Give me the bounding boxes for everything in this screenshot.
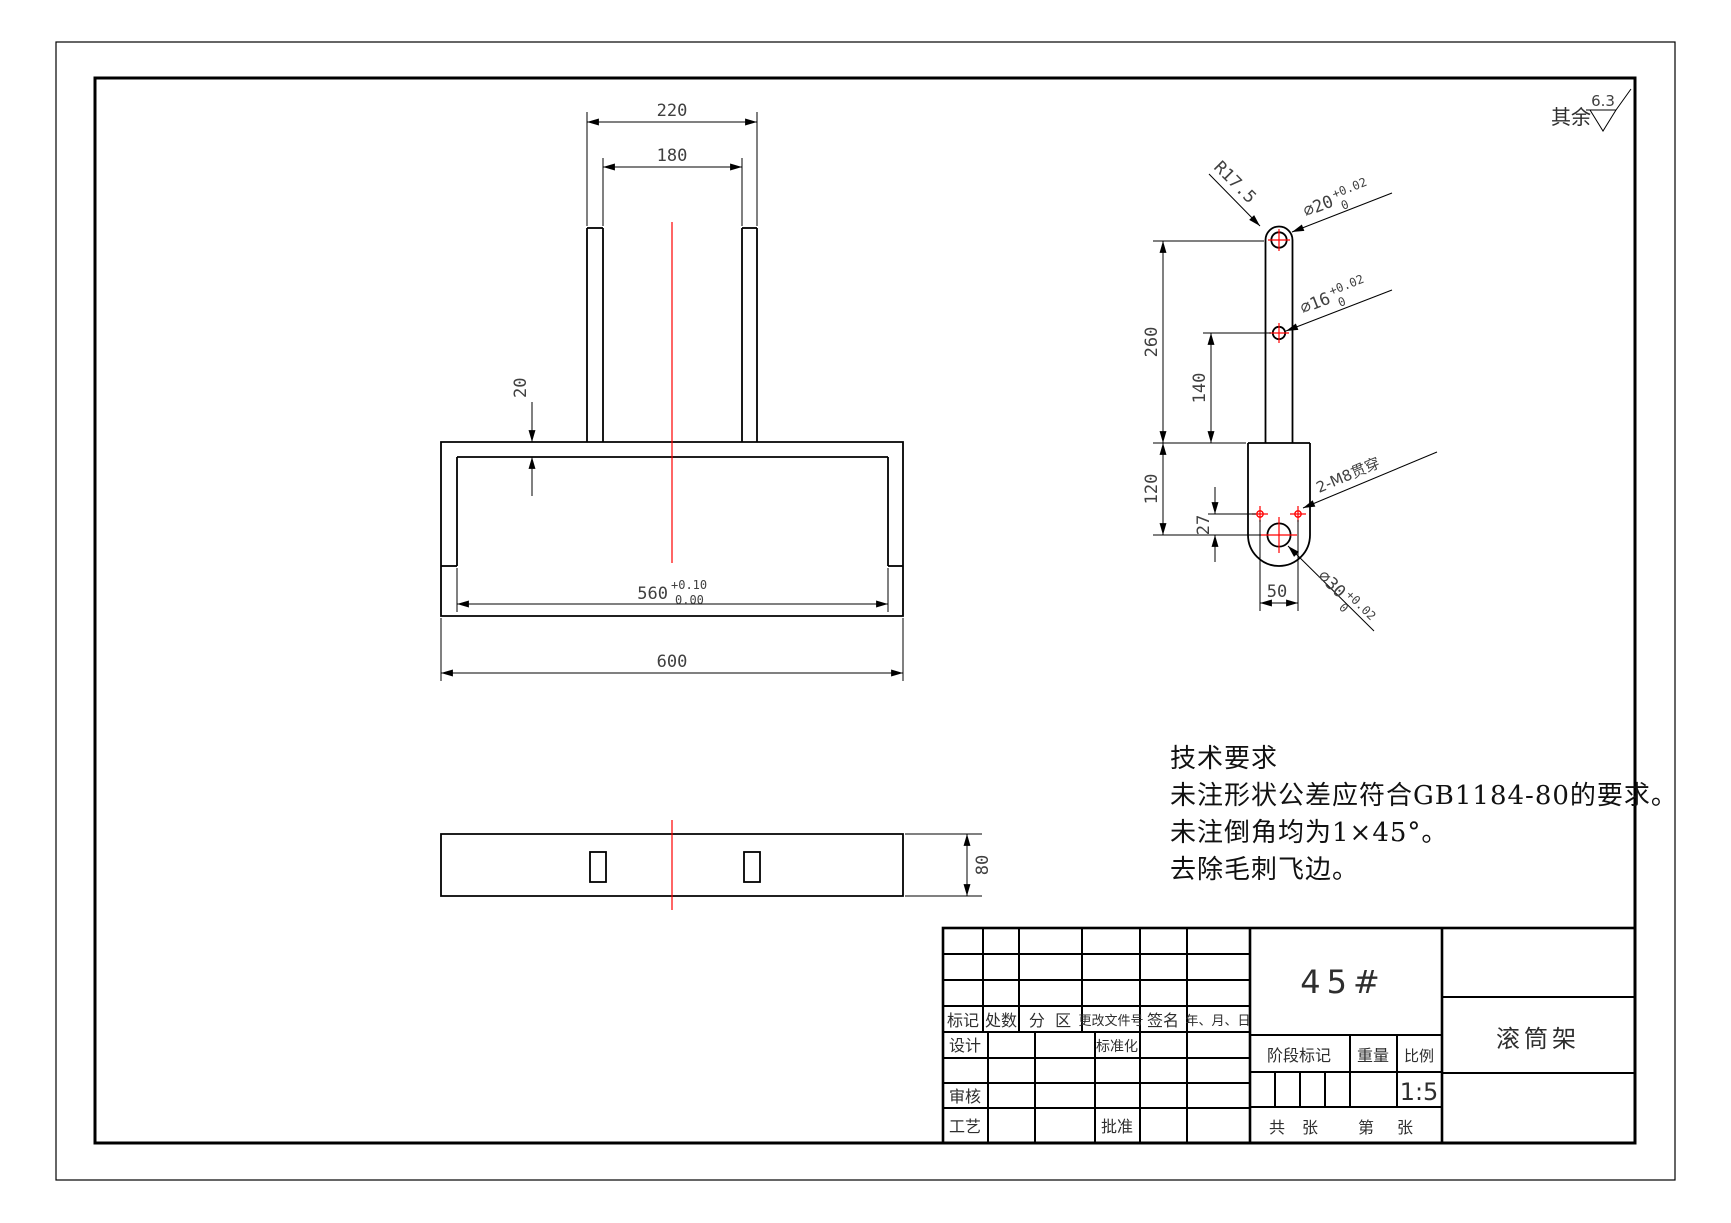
tech-req-line-1: 未注形状公差应符合GB1184-80的要求。 xyxy=(1170,781,1678,811)
col-header-count: 处数 xyxy=(985,1011,1017,1030)
dim-text-20: 20 xyxy=(511,378,531,398)
dim-text-560: 560 xyxy=(637,584,668,604)
title-block-border xyxy=(941,926,1637,1145)
material: 45# xyxy=(1300,963,1386,1001)
grid-lines-left-upper-vertical xyxy=(982,928,1188,1032)
tech-req-line-2: 未注倒角均为1×45°。 xyxy=(1170,818,1448,848)
dim-text-260: 260 xyxy=(1142,327,1162,358)
col-header-zone: 分 区 xyxy=(1029,1011,1071,1030)
dim-text-d30-tol-lower: 0 xyxy=(1336,600,1351,615)
title-block: 标记 处数 分 区 更改文件号 签名 年、月、日 设计 标准化 审核 工艺 批准… xyxy=(941,926,1637,1145)
tech-req-line-3: 去除毛刺飞边。 xyxy=(1170,855,1359,885)
dim-text-d20-group: ⌀20 +0.02 0 xyxy=(1301,175,1369,222)
drawing-frame xyxy=(93,76,1637,1145)
front-view: 220 180 20 560 +0.10 0.00 600 xyxy=(440,101,904,681)
center-cross-d20 xyxy=(1268,229,1290,251)
dim-text-d16-tol-upper: +0.02 xyxy=(1327,272,1366,298)
side-view: 260 140 120 27 50 R17.5 ⌀20 +0.02 0 ⌀16 xyxy=(1142,157,1438,632)
grid-lines-left-horizontal xyxy=(943,953,1250,1109)
block-bottom-arc xyxy=(1247,534,1311,567)
role-standardize: 标准化 xyxy=(1096,1039,1138,1055)
dim-text-600: 600 xyxy=(657,652,688,672)
roughness-prefix: 其余 xyxy=(1551,105,1591,129)
grid-lines-left-lower-vertical xyxy=(987,1032,1188,1143)
sheet-borders xyxy=(55,41,1676,1181)
sheet-no-label: 第 xyxy=(1358,1118,1374,1137)
outer-border xyxy=(55,41,1676,1181)
tech-req-title: 技术要求 xyxy=(1170,744,1278,774)
dim-text-d16-group: ⌀16 +0.02 0 xyxy=(1298,272,1366,319)
role-process: 工艺 xyxy=(949,1117,981,1136)
technical-requirements: 技术要求 未注形状公差应符合GB1184-80的要求。 未注倒角均为1×45°。… xyxy=(1170,744,1678,885)
leader-d20 xyxy=(1291,192,1393,233)
grid-lines-middle xyxy=(1250,1034,1442,1108)
arm-top-arc xyxy=(1264,225,1294,241)
role-design: 设计 xyxy=(949,1036,981,1055)
grid-lines-right xyxy=(1442,996,1635,1074)
center-cross-d16 xyxy=(1269,323,1289,343)
weight-label: 重量 xyxy=(1357,1046,1389,1065)
dim-text-560-tol-upper: +0.10 xyxy=(671,578,707,592)
leader-r17-5 xyxy=(1208,173,1261,227)
center-cross-d30 xyxy=(1261,517,1297,553)
center-cross-m8-right xyxy=(1290,506,1306,522)
slot-right xyxy=(743,851,761,883)
base-outline xyxy=(440,441,904,617)
dim-text-d20-tol-lower: 0 xyxy=(1339,197,1351,213)
col-header-date: 年、月、日 xyxy=(1185,1014,1250,1029)
leader-d30 xyxy=(1287,545,1375,632)
slot-left xyxy=(589,851,607,883)
part-name: 滚筒架 xyxy=(1496,1025,1580,1053)
bottom-view: 80 xyxy=(440,820,993,910)
dim-text-50: 50 xyxy=(1267,582,1287,602)
dim-text-27: 27 xyxy=(1194,515,1214,535)
dim-text-120: 120 xyxy=(1142,474,1162,505)
col-header-mark: 标记 xyxy=(947,1011,979,1030)
col-header-signature: 签名 xyxy=(1147,1011,1179,1030)
scale-value: 1:5 xyxy=(1400,1078,1439,1106)
leader-m8 xyxy=(1302,451,1438,509)
sheet-total-unit: 张 xyxy=(1302,1118,1318,1137)
dim-text-140: 140 xyxy=(1190,373,1210,404)
roughness-note: 其余 6.3 xyxy=(1551,88,1632,132)
dim-text-180: 180 xyxy=(657,146,688,166)
dim-text-d16: ⌀16 xyxy=(1298,289,1334,319)
dim-text-d30-group: ⌀30 +0.02 0 xyxy=(1313,566,1378,623)
stage-label: 阶段标记 xyxy=(1267,1046,1331,1065)
scale-label: 比例 xyxy=(1404,1047,1434,1065)
leader-d16 xyxy=(1285,289,1393,332)
role-approve: 批准 xyxy=(1101,1117,1133,1136)
sheet-total-label: 共 xyxy=(1269,1118,1285,1137)
dim-text-220: 220 xyxy=(657,101,688,121)
dim-text-d16-tol-lower: 0 xyxy=(1336,294,1348,310)
sheet-no-unit: 张 xyxy=(1397,1118,1413,1137)
bar-outline xyxy=(440,833,904,897)
dim-text-d20-tol-upper: +0.02 xyxy=(1330,175,1369,201)
dim-text-80: 80 xyxy=(973,855,993,875)
roughness-value: 6.3 xyxy=(1591,92,1615,110)
dim-text-560-tol-lower: 0.00 xyxy=(675,593,704,607)
col-header-doc-no: 更改文件号 xyxy=(1078,1014,1143,1029)
roughness-check-icon xyxy=(1586,88,1632,132)
role-audit: 审核 xyxy=(949,1087,981,1106)
dim-text-m8: 2-M8贯穿 xyxy=(1314,454,1383,497)
